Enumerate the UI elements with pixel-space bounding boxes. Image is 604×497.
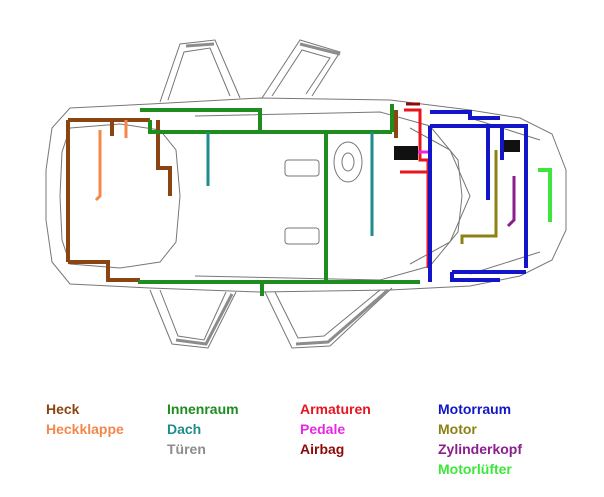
wiring-motorraum [428, 110, 528, 282]
relay-box-engine [504, 140, 520, 152]
rear-window-outline [59, 123, 181, 269]
legend-item-heck: Heck [46, 401, 80, 417]
legend-item-pedale: Pedale [300, 421, 346, 437]
wiring-heck [66, 110, 398, 282]
windshield-outline [409, 127, 471, 265]
car-wiring-diagram [45, 39, 567, 349]
wiring-motorluefter [538, 168, 552, 222]
wire-heckklappe [94, 130, 102, 202]
door-front-right [264, 287, 393, 349]
seat-front-left [284, 159, 320, 177]
legend-item-tueren: Türen [167, 441, 206, 457]
wire-heck-branch2 [156, 120, 172, 196]
wiring-tueren [175, 42, 389, 346]
legend-item-armaturen: Armaturen [300, 401, 371, 417]
legend-item-airbag: Airbag [300, 441, 345, 457]
wiring-zylinderkopf [506, 176, 516, 228]
legend-item-motorluefter: Motorlüfter [438, 461, 512, 477]
wire-armaturen-main [404, 108, 430, 268]
door-rear-right [149, 289, 237, 349]
legend-item-zylinderkopf: Zylinderkopf [438, 441, 523, 457]
components [394, 140, 520, 160]
legend-item-heckklappe: Heckklappe [46, 421, 124, 437]
wire-door-rear-right [175, 293, 234, 346]
relay-box-dashboard [394, 146, 418, 160]
wiring-heckklappe [94, 120, 128, 202]
wire-innen-top2 [140, 108, 262, 132]
wire-innen-top [148, 120, 392, 134]
wire-motorraum-top [430, 124, 528, 268]
legend-item-motorraum: Motorraum [438, 401, 512, 417]
door-rear-left [159, 39, 241, 103]
wire-heck-bottom [68, 260, 140, 282]
seat-front-right [284, 227, 320, 245]
wire-door-rear-left [185, 42, 215, 48]
wiring-innenraum [138, 104, 420, 296]
door-front-left-inner [271, 49, 331, 97]
wire-motorluefter [538, 168, 552, 222]
hood-line-left [469, 117, 541, 141]
wire-motorraum-top2 [430, 110, 500, 120]
steering-wheel-inner [341, 152, 355, 172]
wiring-dach [206, 132, 374, 236]
legend-item-motor: Motor [438, 421, 477, 437]
wire-door-front-left [299, 42, 341, 56]
cabin-outline [194, 111, 463, 281]
wire-motor [460, 150, 498, 244]
wire-motorraum-bottom2 [450, 272, 500, 282]
door-rear-right-inner [159, 289, 227, 341]
door-front-left [261, 39, 341, 99]
wire-door-front-right [295, 288, 389, 346]
door-rear-left-inner [167, 47, 231, 101]
steering-wheel [333, 141, 363, 183]
legend-item-dach: Dach [167, 421, 202, 437]
wiring-armaturen [400, 108, 430, 268]
wire-zylinderkopf [506, 176, 516, 228]
door-front-right-inner [274, 289, 381, 339]
legend-item-innenraum: Innenraum [167, 401, 239, 417]
wiring-motor [460, 150, 498, 244]
